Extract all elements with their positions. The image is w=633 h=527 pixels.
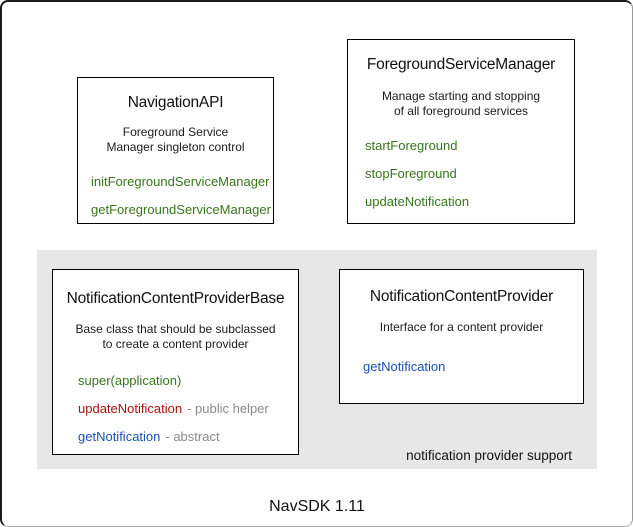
method-list: getNotification bbox=[340, 359, 583, 375]
method-list: startForeground stopForeground updateNot… bbox=[348, 138, 574, 210]
method-name: updateNotification bbox=[78, 401, 183, 416]
method-name: startForeground bbox=[365, 138, 458, 153]
class-box-notification-content-provider-base: NotificationContentProviderBase Base cla… bbox=[52, 269, 299, 455]
method-name: getNotification bbox=[363, 359, 446, 374]
class-title: NotificationContentProvider bbox=[369, 288, 554, 305]
method-row: getNotification - abstract bbox=[78, 429, 298, 445]
description-line: Manage starting and stopping bbox=[381, 89, 541, 103]
class-description: Manage starting and stopping of all fore… bbox=[348, 89, 574, 119]
method-name: initForegroundServiceManager bbox=[91, 174, 270, 189]
method-row: startForeground bbox=[365, 138, 574, 154]
method-list: initForegroundServiceManager getForegrou… bbox=[78, 174, 273, 218]
class-description: Base class that should be subclassed to … bbox=[53, 322, 298, 352]
method-name: updateNotification bbox=[365, 194, 470, 209]
method-name: stopForeground bbox=[365, 166, 457, 181]
description-line: to create a content provider bbox=[102, 337, 249, 351]
description-line: Interface for a content provider bbox=[379, 320, 544, 334]
method-annotation: - abstract bbox=[165, 429, 220, 444]
description-line: Manager singleton control bbox=[106, 140, 245, 154]
method-name: getNotification bbox=[78, 429, 161, 444]
class-title: NavigationAPI bbox=[127, 94, 224, 111]
method-list: super(application) updateNotification - p… bbox=[53, 373, 298, 445]
method-row: getNotification bbox=[363, 359, 583, 375]
method-row: super(application) bbox=[78, 373, 298, 389]
description-line: Foreground Service bbox=[122, 125, 229, 139]
method-annotation: - public helper bbox=[187, 401, 269, 416]
method-row: getForegroundServiceManager bbox=[91, 202, 273, 218]
class-description: Foreground Service Manager singleton con… bbox=[78, 125, 273, 155]
class-box-notification-content-provider: NotificationContentProvider Interface fo… bbox=[339, 269, 584, 404]
diagram-footer-label: NavSDK 1.11 bbox=[269, 498, 365, 515]
method-row: updateNotification - public helper bbox=[78, 401, 298, 417]
class-title: NotificationContentProviderBase bbox=[66, 290, 285, 307]
class-title: ForegroundServiceManager bbox=[366, 56, 556, 73]
method-row: stopForeground bbox=[365, 166, 574, 182]
group-label: notification provider support bbox=[406, 448, 572, 463]
description-line: of all foreground services bbox=[393, 104, 529, 118]
class-description: Interface for a content provider bbox=[340, 320, 583, 335]
method-row: updateNotification bbox=[365, 194, 574, 210]
class-box-foreground-service-manager: ForegroundServiceManager Manage starting… bbox=[347, 39, 575, 224]
description-line: Base class that should be subclassed bbox=[75, 322, 276, 336]
method-name: super(application) bbox=[78, 373, 182, 388]
method-name: getForegroundServiceManager bbox=[91, 202, 271, 217]
method-row: initForegroundServiceManager bbox=[91, 174, 273, 190]
class-box-navigation-api: NavigationAPI Foreground Service Manager… bbox=[77, 77, 274, 224]
